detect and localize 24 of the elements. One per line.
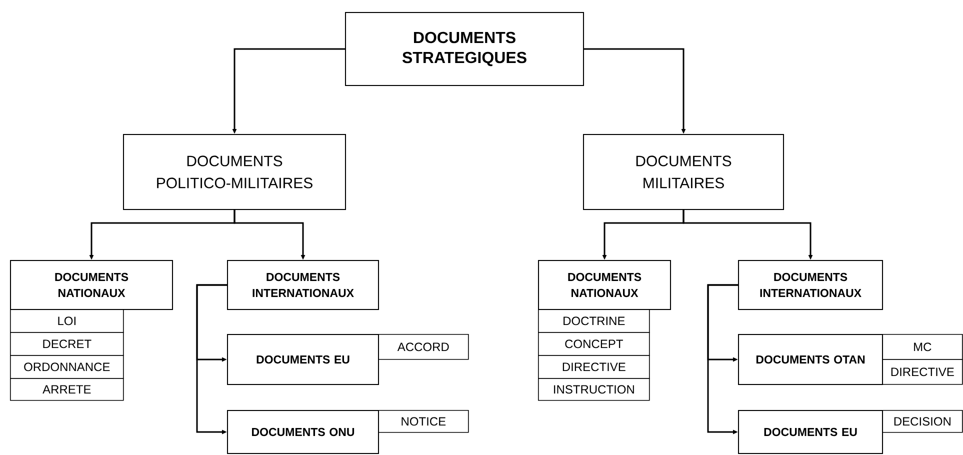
- document-box: DOCUMENTS EU: [227, 334, 379, 385]
- tag-box: DECISION: [882, 410, 963, 433]
- document-box: DOCUMENTS ONU: [227, 410, 379, 454]
- group-box: DOCUMENTS NATIONAUX: [538, 260, 671, 310]
- title-box: DOCUMENTS STRATEGIQUES: [345, 12, 584, 86]
- tag-box: NOTICE: [378, 410, 469, 433]
- group-box: DOCUMENTS INTERNATIONAUX: [227, 260, 379, 310]
- category-box: DOCUMENTS POLITICO-MILITAIRES: [123, 134, 346, 210]
- tag-box: MC: [882, 334, 963, 360]
- list-item: DECRET: [10, 332, 124, 356]
- list-item: DIRECTIVE: [538, 355, 650, 379]
- list-item: CONCEPT: [538, 332, 650, 356]
- group-box: DOCUMENTS NATIONAUX: [10, 260, 173, 310]
- list-item: ORDONNANCE: [10, 355, 124, 379]
- document-box: DOCUMENTS OTAN: [738, 334, 884, 385]
- list-item: ARRETE: [10, 378, 124, 401]
- list-item: INSTRUCTION: [538, 378, 650, 401]
- document-box: DOCUMENTS EU: [738, 410, 884, 454]
- group-box: DOCUMENTS INTERNATIONAUX: [738, 260, 884, 310]
- list-item: DOCTRINE: [538, 309, 650, 333]
- tag-box: DIRECTIVE: [882, 359, 963, 385]
- list-item: LOI: [10, 309, 124, 333]
- category-box: DOCUMENTS MILITAIRES: [583, 134, 784, 210]
- tag-box: ACCORD: [378, 334, 469, 360]
